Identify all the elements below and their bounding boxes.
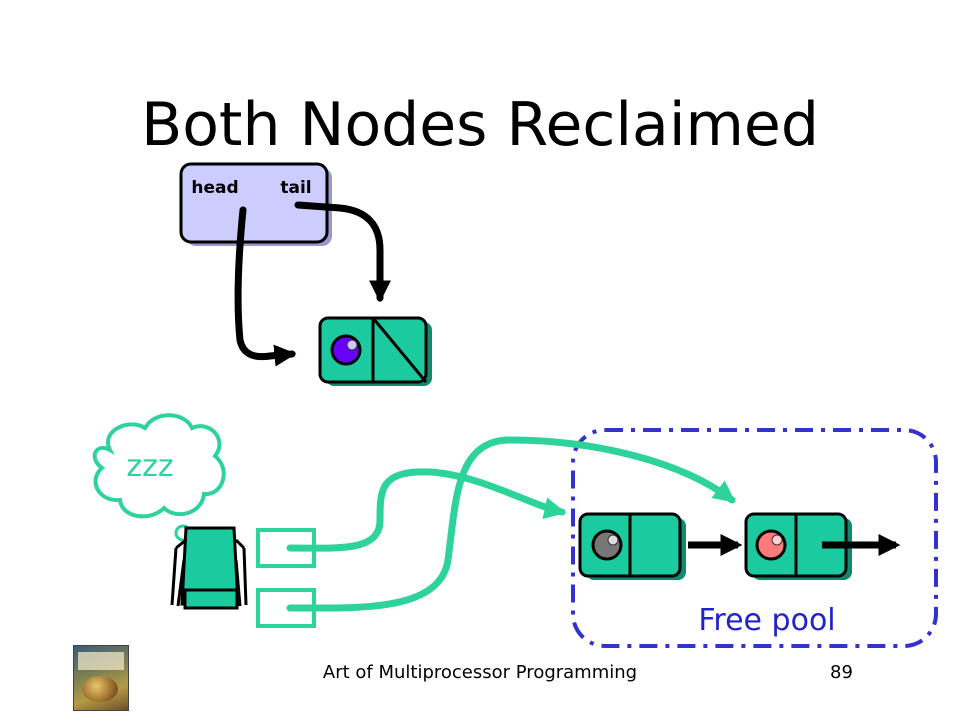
- queue-head-tail-box: head tail: [179, 162, 332, 246]
- free-pool-label: Free pool: [698, 603, 835, 638]
- free-node-1: [578, 512, 686, 580]
- free-pool-region: [571, 428, 938, 648]
- head-pointer-arrow: [234, 206, 297, 367]
- footer-title: Art of Multiprocessor Programming: [322, 662, 638, 683]
- slide-title: Both Nodes Reclaimed: [141, 90, 819, 160]
- pink-value-dot: [755, 529, 787, 561]
- head-label: head: [191, 178, 238, 198]
- page-number: 89: [830, 662, 853, 683]
- tail-label: tail: [280, 178, 311, 198]
- tail-pointer-arrow: [294, 201, 391, 303]
- sleep-text: zzz: [126, 449, 173, 484]
- thread-pointer-1-arrow: [286, 468, 567, 552]
- purple-value-dot: [330, 334, 362, 366]
- thread-pointer-2-arrow: [286, 436, 736, 612]
- free-node-2: [744, 512, 852, 580]
- sleeping-thread-figure: [170, 526, 248, 610]
- queue-sentinel-node: [318, 316, 432, 386]
- book-cover-thumbnail: [73, 645, 129, 711]
- gray-value-dot: [591, 529, 623, 561]
